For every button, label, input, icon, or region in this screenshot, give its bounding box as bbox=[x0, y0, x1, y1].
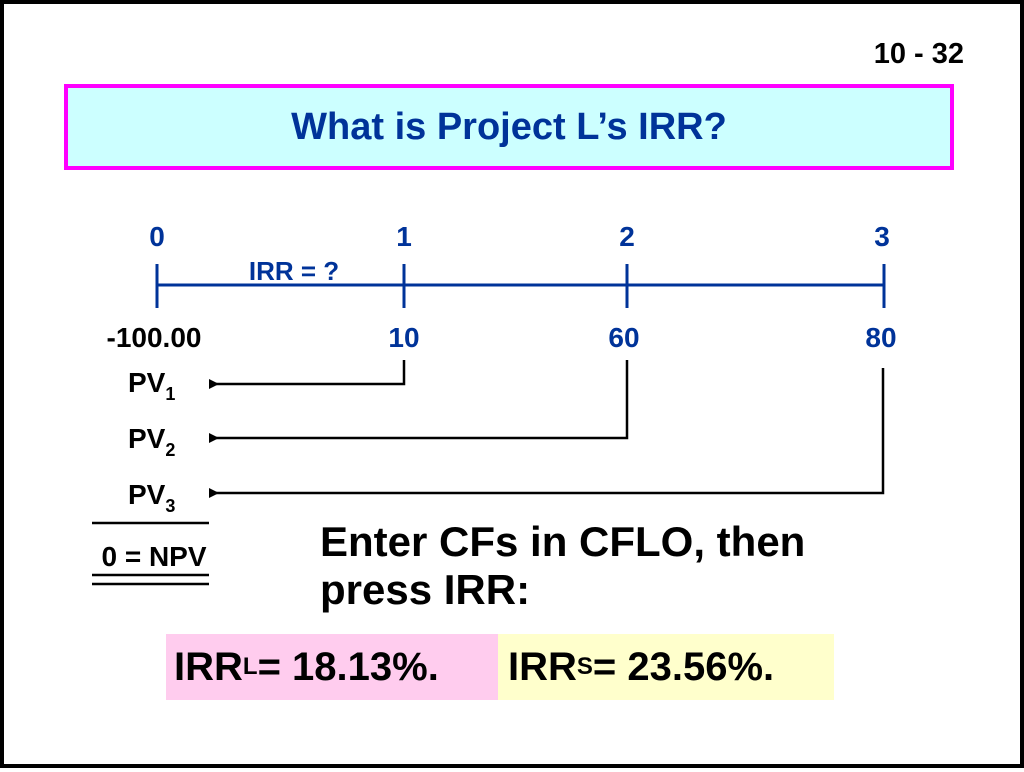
irr-s-subscript: S bbox=[576, 653, 593, 680]
irr-l-value: = 18.13%. bbox=[257, 644, 439, 689]
irr-rate-label: IRR = ? bbox=[249, 256, 339, 286]
pv-label-3: PV3 bbox=[128, 479, 175, 516]
irr-s-label: IRR bbox=[508, 644, 577, 689]
cash-flow-2: 60 bbox=[608, 322, 639, 353]
period-label-3: 3 bbox=[874, 221, 890, 252]
instruction-line-2: press IRR: bbox=[320, 566, 531, 613]
pv-label-1: PV1 bbox=[128, 367, 175, 404]
period-label-0: 0 bbox=[149, 221, 165, 252]
period-label-1: 1 bbox=[396, 221, 412, 252]
discount-arrow-2 bbox=[209, 360, 629, 443]
instruction-text: Enter CFs in CFLO, then press IRR: bbox=[320, 518, 805, 614]
cash-flow-3: 80 bbox=[865, 322, 896, 353]
instruction-line-1: Enter CFs in CFLO, then bbox=[320, 518, 806, 565]
npv-label: 0 = NPV bbox=[101, 541, 206, 572]
period-label-2: 2 bbox=[619, 221, 635, 252]
cash-flow-1: 10 bbox=[388, 322, 419, 353]
irr-l-label: IRR bbox=[174, 644, 243, 689]
cash-flow-timeline: 0 1 2 3 IRR = ? -100.00 10 60 80 PV1 PV2… bbox=[92, 221, 897, 586]
page-number: 10 - 32 bbox=[873, 38, 964, 70]
title-box: What is Project L’s IRR? bbox=[64, 84, 954, 170]
discount-arrow-1 bbox=[209, 360, 406, 389]
pv-label-2: PV2 bbox=[128, 423, 175, 460]
discount-arrow-3 bbox=[209, 368, 885, 498]
irr-l-subscript: L bbox=[242, 653, 258, 680]
irr-s-value: = 23.56%. bbox=[592, 644, 775, 689]
slide-title: What is Project L’s IRR? bbox=[291, 105, 727, 148]
cash-flow-0: -100.00 bbox=[107, 322, 202, 353]
